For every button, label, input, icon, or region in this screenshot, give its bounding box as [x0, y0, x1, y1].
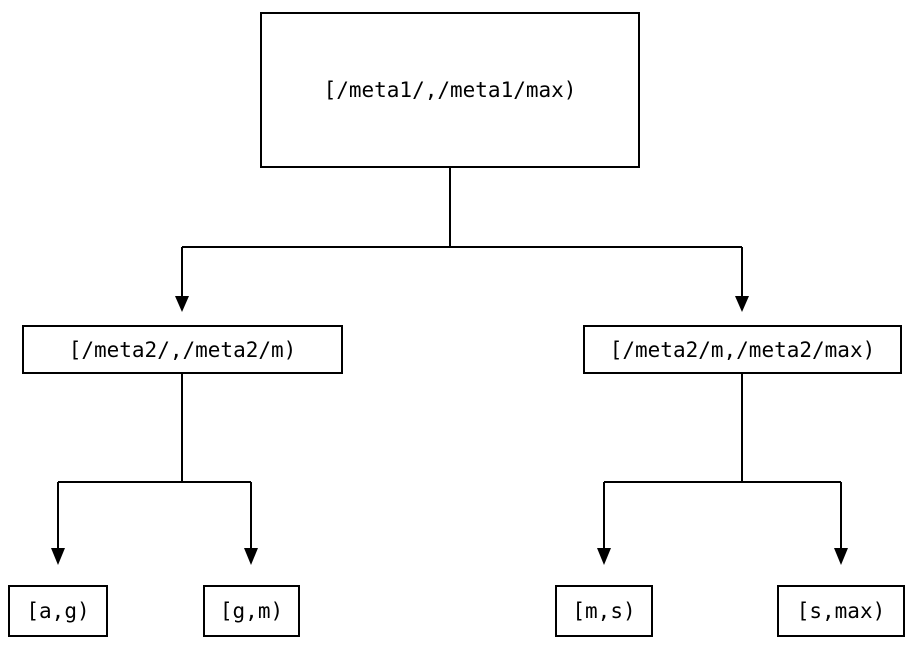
node-root-label: [/meta1/,/meta1/max) [323, 78, 577, 102]
node-leaf-smax: [s,max) [777, 585, 905, 637]
arrowhead-mid-right [735, 296, 749, 312]
node-leaf-ag-label: [a,g) [26, 599, 90, 623]
node-mid-left-range: [/meta2/,/meta2/m) [22, 325, 343, 374]
arrowhead-leaf-2 [597, 548, 611, 565]
arrowhead-mid-left [175, 296, 189, 312]
node-mid-right-label: [/meta2/m,/meta2/max) [609, 337, 876, 362]
node-mid-right-range: [/meta2/m,/meta2/max) [583, 325, 902, 374]
node-root-range: [/meta1/,/meta1/max) [260, 12, 640, 168]
node-mid-left-label: [/meta2/,/meta2/m) [68, 337, 297, 362]
node-leaf-gm-label: [g,m) [219, 599, 284, 623]
tree-arrowheads [51, 296, 848, 565]
node-leaf-smax-label: [s,max) [796, 599, 886, 623]
node-leaf-gm: [g,m) [203, 585, 300, 637]
arrowhead-leaf-1 [244, 548, 258, 565]
arrowhead-leaf-0 [51, 548, 65, 565]
node-leaf-ag: [a,g) [8, 585, 108, 637]
node-leaf-ms-label: [m,s) [572, 599, 636, 623]
node-leaf-ms: [m,s) [555, 585, 653, 637]
tree-edges [57, 168, 842, 548]
arrowhead-leaf-3 [834, 548, 848, 565]
